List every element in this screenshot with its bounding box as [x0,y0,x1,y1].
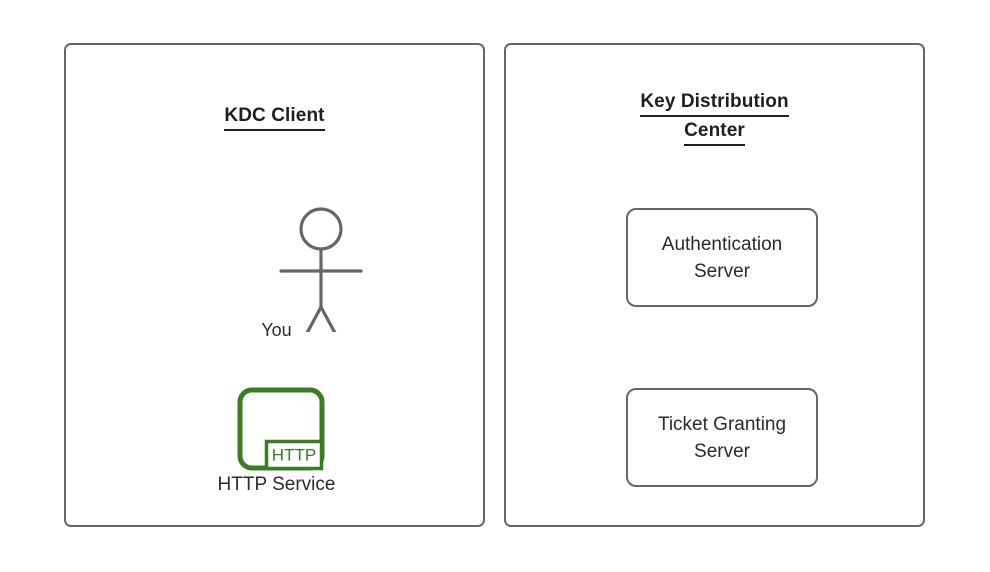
panel-title-line: Center [684,117,745,146]
server-label-line: Ticket Granting [657,413,787,435]
panel-title-kdc: Key Distribution Center [506,88,923,146]
actor-label: You [261,320,292,340]
panel-title-line: Key Distribution [640,88,789,117]
service-label: HTTP Service [217,474,336,495]
stick-figure-actor-icon [236,157,406,332]
http-service-icon: HTTP [237,387,327,473]
panel-title-kdc-client: KDC Client [66,102,483,131]
panel-key-distribution-center: Key Distribution Center Authentication S… [504,43,925,527]
server-label-line: Server [694,260,750,282]
panel-kdc-client: KDC Client You HT [64,43,485,527]
ticket-granting-server-box: Ticket Granting Server [626,388,818,487]
server-label-line: Server [694,440,750,462]
http-badge-text: HTTP [272,446,316,465]
server-label-line: Authentication [661,233,783,255]
panel-title-line: KDC Client [224,102,325,131]
authentication-server-box: Authentication Server [626,208,818,307]
